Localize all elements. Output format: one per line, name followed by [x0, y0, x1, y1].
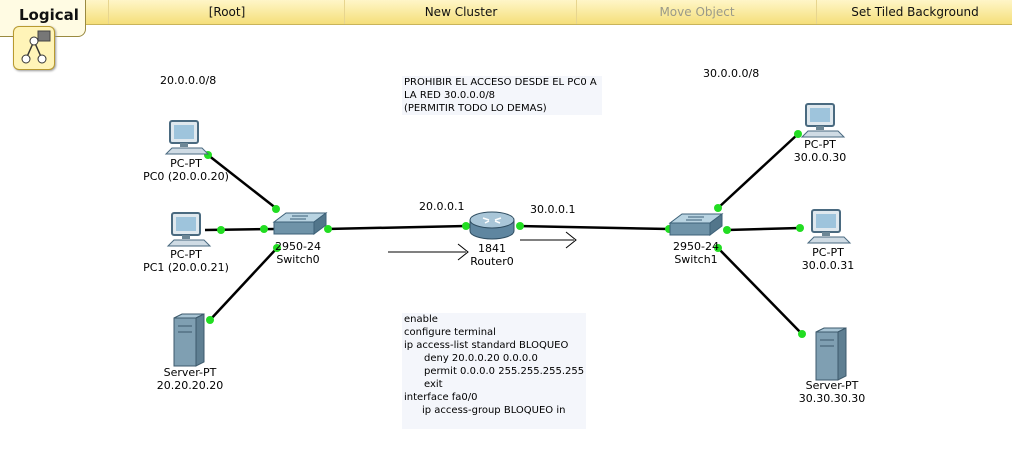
- pc-icon: [800, 103, 846, 138]
- switch1-model: 2950-24: [673, 240, 719, 253]
- move-object-button: Move Object: [576, 0, 817, 24]
- pc0-name: PC0 (20.0.0.20): [143, 170, 229, 183]
- server-left-model: Server-PT: [163, 366, 217, 379]
- link-switch1-pcr1[interactable]: [717, 133, 799, 209]
- switch0-label: 2950-24 Switch0: [258, 240, 338, 266]
- pc-r2-name: 30.0.0.31: [801, 259, 855, 272]
- server-right-model: Server-PT: [805, 379, 859, 392]
- link-server-switch0[interactable]: [209, 247, 278, 321]
- pc1-name: PC1 (20.0.0.21): [143, 261, 229, 274]
- network-label-left: 20.0.0.0/8: [160, 74, 217, 87]
- pc-icon: [806, 209, 852, 244]
- logical-view-icon[interactable]: [13, 26, 55, 70]
- server-icon: [173, 313, 205, 367]
- gateway-label-left: 20.0.0.1: [419, 200, 465, 213]
- traffic-arrows: [388, 231, 577, 261]
- pc-icon: [164, 120, 210, 155]
- acl-note-line: LA RED 30.0.0.0/8: [404, 90, 496, 101]
- router0-device[interactable]: [467, 209, 517, 245]
- switch1-label: 2950-24 Switch1: [656, 240, 736, 266]
- gateway-label-right: 30.0.0.1: [530, 203, 576, 216]
- pc-icon: [166, 212, 212, 247]
- config-note[interactable]: enable configure terminal ip access-list…: [402, 313, 586, 429]
- config-line: permit 0.0.0.0 255.255.255.255: [424, 366, 585, 377]
- link-switch1-pcr2[interactable]: [726, 226, 801, 232]
- link-switch0-router0[interactable]: [325, 224, 467, 231]
- server-icon: [815, 327, 847, 381]
- config-line: ip access-list standard BLOQUEO: [404, 340, 569, 351]
- pc0-device[interactable]: [164, 118, 210, 162]
- new-cluster-button[interactable]: New Cluster: [344, 0, 577, 24]
- link-router0-switch1[interactable]: [517, 224, 670, 231]
- server-left-device[interactable]: [170, 312, 206, 372]
- config-line: enable: [404, 314, 438, 325]
- pc-r1-label: PC-PT 30.0.0.30: [782, 138, 858, 164]
- server-left-name: 20.20.20.20: [156, 379, 224, 392]
- pc-r2-label: PC-PT 30.0.0.31: [790, 246, 866, 272]
- pc1-device[interactable]: [166, 210, 212, 254]
- switch-icon: [668, 213, 724, 236]
- pc-r1-device[interactable]: [800, 101, 846, 145]
- switch-icon: [272, 212, 328, 235]
- network-label-right: 30.0.0.0/8: [703, 67, 760, 80]
- workspace-toolbar: [Root] New Cluster Move Object Set Tiled…: [0, 0, 1012, 25]
- config-line: interface fa0/0: [404, 392, 478, 403]
- logical-tab-label: Logical: [19, 6, 79, 24]
- config-line: deny 20.0.0.20 0.0.0.0: [424, 353, 538, 364]
- switch0-device[interactable]: [272, 210, 328, 244]
- pc-r1-model: PC-PT: [804, 138, 836, 151]
- router0-model: 1841: [478, 242, 506, 255]
- config-line: configure terminal: [404, 327, 496, 338]
- acl-note[interactable]: PROHIBIR EL ACCESO DESDE EL PC0 A LA RED…: [402, 76, 602, 115]
- switch1-device[interactable]: [668, 211, 724, 245]
- switch1-name: Switch1: [674, 253, 718, 266]
- server-right-device[interactable]: [812, 326, 848, 386]
- server-right-name: 30.30.30.30: [798, 392, 866, 405]
- link-lights: [204, 130, 806, 338]
- server-left-label: Server-PT 20.20.20.20: [140, 366, 240, 392]
- link-switch1-server[interactable]: [717, 247, 803, 335]
- topology-icon: [21, 30, 51, 64]
- switch0-name: Switch0: [276, 253, 320, 266]
- set-tiled-background-button[interactable]: Set Tiled Background: [816, 0, 1012, 24]
- pc-r1-name: 30.0.0.30: [793, 151, 847, 164]
- router-icon: [469, 211, 515, 240]
- pc0-model: PC-PT: [170, 157, 202, 170]
- router0-label: 1841 Router0: [455, 242, 529, 268]
- pc1-model: PC-PT: [170, 248, 202, 261]
- router0-name: Router0: [470, 255, 514, 268]
- link-pc0-switch0[interactable]: [207, 154, 278, 210]
- pc0-label: PC-PT PC0 (20.0.0.20): [120, 157, 252, 183]
- pc-r2-device[interactable]: [806, 207, 852, 251]
- root-button[interactable]: [Root]: [108, 0, 345, 24]
- config-line: ip access-group BLOQUEO in: [422, 405, 566, 416]
- pc-r2-model: PC-PT: [812, 246, 844, 259]
- acl-note-line: PROHIBIR EL ACCESO DESDE EL PC0 A: [404, 77, 597, 88]
- pc1-label: PC-PT PC1 (20.0.0.21): [120, 248, 252, 274]
- config-line: exit: [424, 379, 443, 390]
- switch0-model: 2950-24: [275, 240, 321, 253]
- acl-note-line: (PERMITIR TODO LO DEMAS): [404, 103, 547, 114]
- server-right-label: Server-PT 30.30.30.30: [782, 379, 882, 405]
